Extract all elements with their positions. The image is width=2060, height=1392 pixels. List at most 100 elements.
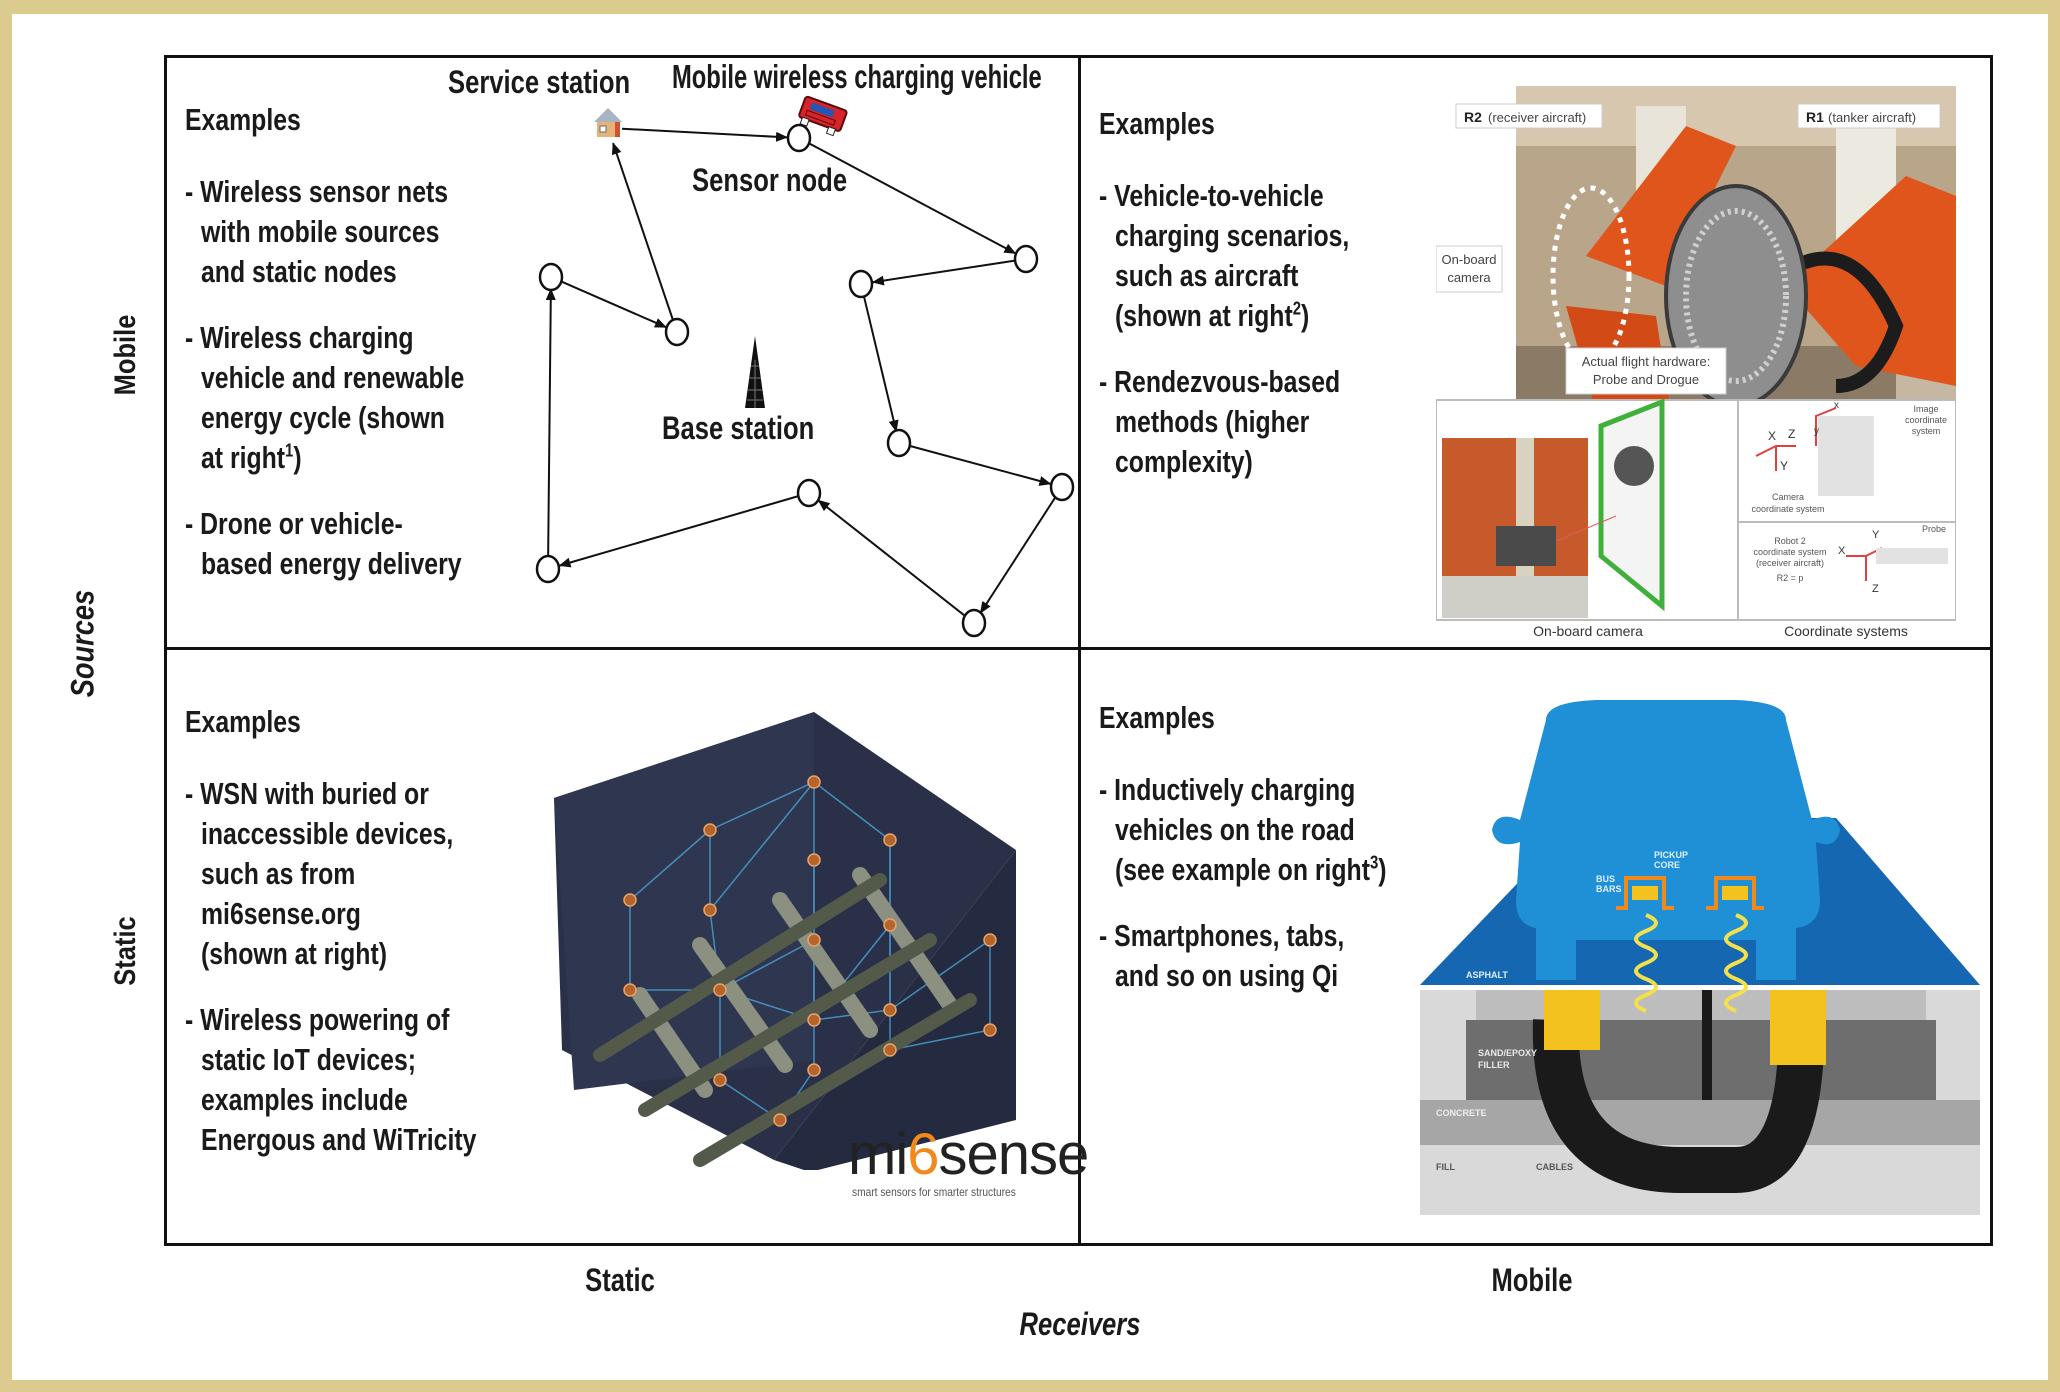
x-axis-title: Receivers: [1019, 1306, 1141, 1342]
example-line: - Drone or vehicle-: [185, 506, 403, 541]
example-item: - Wireless charging vehicle and renewabl…: [185, 318, 464, 478]
r2-label: (receiver aircraft): [1488, 110, 1586, 125]
example-line: such as aircraft: [1115, 258, 1299, 293]
sensor-node: [1049, 472, 1075, 502]
mesh-link: [709, 781, 815, 911]
example-line: - Rendezvous-based: [1099, 364, 1341, 399]
example-line-text: ): [1301, 298, 1310, 333]
example-line: based energy delivery: [201, 546, 462, 581]
buried-sensor: [713, 1073, 727, 1087]
cables-label: CABLES: [1536, 1162, 1573, 1172]
filler-label: SAND/EPOXY: [1478, 1048, 1537, 1058]
mesh-link: [813, 781, 891, 841]
coord-label: coordinate system: [1753, 547, 1826, 557]
cell-mobile-mobile-text: Examples - Vehicle-to-vehicle charging s…: [1099, 104, 1349, 508]
example-line: (shown at right): [201, 936, 387, 971]
field-wave-right: [1724, 913, 1748, 1013]
buried-sensor: [807, 1063, 821, 1077]
example-line: complexity): [1115, 444, 1253, 479]
sensor-node: [796, 478, 822, 508]
example-line: at right1): [185, 438, 464, 478]
example-line: inaccessible devices,: [201, 816, 454, 851]
concrete-label: CONCRETE: [1436, 1108, 1487, 1118]
buried-sensor: [807, 853, 821, 867]
network-nodes: [535, 123, 1075, 638]
sensor-node-label: Sensor node: [692, 162, 848, 198]
caption-coordinate-systems: Coordinate systems: [1784, 623, 1908, 639]
bus-bar-left: [1632, 886, 1658, 900]
network-link-arrow: [910, 445, 1052, 486]
buried-sensor-box-figure: [554, 712, 1016, 1170]
example-line: (shown at right2): [1099, 296, 1349, 336]
camera-label-line: camera: [1447, 270, 1491, 285]
axis-label: Z: [1788, 427, 1795, 441]
car-rear-icon: [1492, 700, 1840, 980]
network-link-arrow: [871, 259, 1015, 286]
inductive-road-figure: PICKUP CORE BUS BARS ASPHALT SAND/EPOXY …: [1420, 700, 1980, 1215]
network-link-arrow: [862, 295, 899, 433]
axis-label: Z: [1872, 583, 1879, 595]
buried-sensor: [883, 918, 897, 932]
example-line: charging scenarios,: [1115, 218, 1350, 253]
camera-photo: [1442, 398, 1665, 618]
base-station-label: Base station: [662, 410, 815, 446]
asphalt-label: ASPHALT: [1466, 970, 1508, 980]
r2-label-bold: R2: [1464, 109, 1482, 125]
logo-text: mi: [848, 1122, 908, 1187]
network-link-arrow: [561, 280, 667, 329]
sensor-node: [538, 262, 564, 292]
network-link-arrow: [809, 142, 1017, 255]
axis-label: Y: [1872, 529, 1880, 541]
pickup-coils: [1616, 876, 1764, 910]
example-item: - Smartphones, tabs, and so on using Qi: [1099, 916, 1387, 996]
buried-sensor: [703, 903, 717, 917]
buried-sensor: [773, 1113, 787, 1127]
example-item: - Drone or vehicle- based energy deliver…: [185, 504, 464, 584]
concrete-layer: [1420, 1100, 1980, 1145]
example-line-text: (shown at right: [1115, 298, 1293, 333]
rebar-bars: [593, 867, 977, 1167]
footnote-ref: 3: [1369, 851, 1379, 873]
filler-label: FILLER: [1478, 1060, 1510, 1070]
hardware-label-line: Actual flight hardware:: [1582, 354, 1711, 369]
example-item: - Rendezvous-based methods (higher compl…: [1099, 362, 1349, 482]
aerial-refueling-figure: R2 (receiver aircraft) R1 (tanker aircra…: [1436, 86, 1956, 639]
example-item: - Inductively charging vehicles on the r…: [1099, 770, 1387, 890]
example-line-text: ): [293, 440, 302, 475]
example-line: and static nodes: [201, 254, 397, 289]
pickup-core-label: CORE: [1654, 860, 1680, 870]
coil-left: [1544, 990, 1600, 1050]
footnote-ref: 2: [1292, 297, 1301, 319]
mesh-link: [709, 781, 815, 831]
axis-label: X: [1768, 429, 1776, 443]
example-line-text: at right: [201, 440, 286, 475]
bus-bars-label: BARS: [1596, 884, 1622, 894]
x-axis-label-mobile: Mobile: [1491, 1262, 1573, 1298]
example-item: - WSN with buried or inaccessible device…: [185, 774, 476, 974]
example-line: Energous and WiTricity: [201, 1122, 477, 1157]
mi6sense-tagline: smart sensors for smarter structures: [852, 1185, 1016, 1199]
buried-sensor: [807, 775, 821, 789]
example-line: - Inductively charging: [1099, 772, 1356, 807]
sensor-node: [961, 608, 987, 638]
onboard-camera-label-box: On-board camera: [1436, 245, 1503, 293]
example-line: and so on using Qi: [1115, 958, 1339, 993]
buried-sensors: [623, 775, 997, 1127]
network-link-arrow: [621, 127, 789, 142]
example-line: - Wireless powering of: [185, 1002, 450, 1037]
radio-tower-icon: [745, 336, 765, 408]
r1-label-box: R1 (tanker aircraft): [1797, 103, 1941, 129]
bus-bars-label: BUS: [1596, 874, 1615, 884]
x-axis-label-static: Static: [585, 1262, 655, 1298]
axis-label: Y: [1780, 459, 1788, 473]
example-line: - Wireless charging: [185, 320, 414, 355]
coord-label: coordinate: [1905, 415, 1947, 425]
r1-label-bold: R1: [1806, 109, 1824, 125]
logo-text: sense: [938, 1122, 1089, 1187]
logo-six: 6: [907, 1122, 939, 1187]
network-link-arrow: [611, 142, 675, 321]
example-item: - Vehicle-to-vehicle charging scenarios,…: [1099, 176, 1349, 336]
coord-label: Robot 2: [1774, 536, 1806, 546]
center-joint: [1702, 990, 1712, 1100]
example-item: - Wireless sensor nets with mobile sourc…: [185, 172, 464, 292]
